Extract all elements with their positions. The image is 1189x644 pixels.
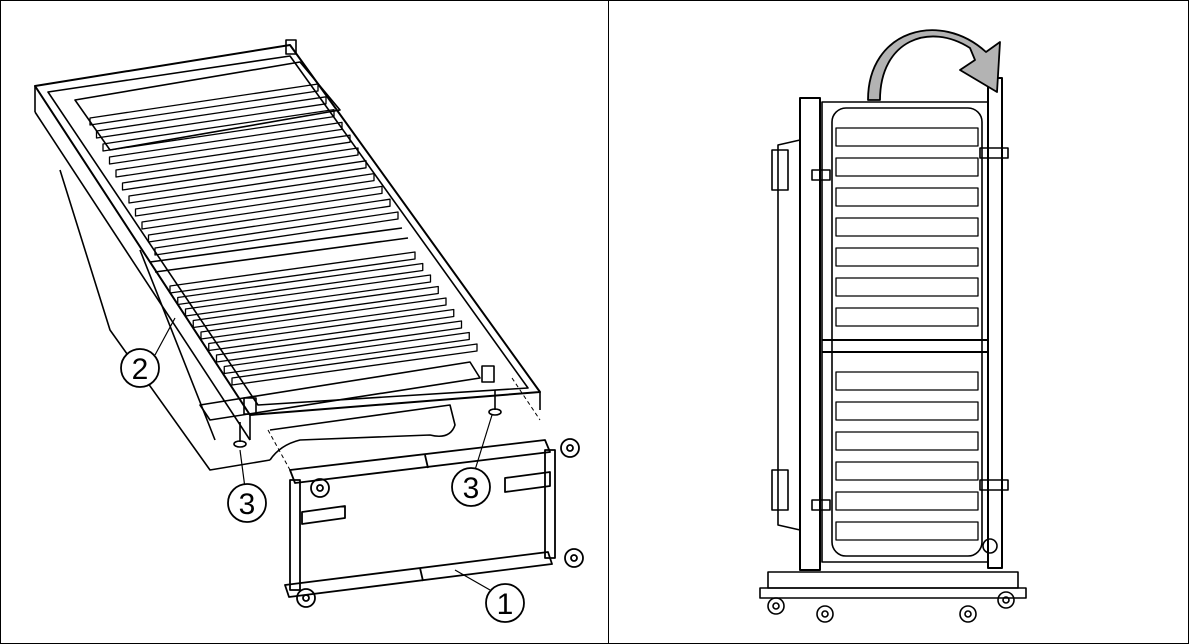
upright-slat (835, 461, 979, 481)
rotation-arrow-icon (867, 29, 1001, 101)
callout-stand-label: 1 (497, 588, 514, 621)
lower-slat (177, 262, 424, 306)
callout-bolt-right-label: 3 (463, 472, 480, 505)
upright-slat (835, 491, 979, 511)
lower-slats (169, 251, 478, 386)
bolts (233, 390, 502, 448)
upper-slats (89, 83, 399, 256)
stand-frame (284, 438, 584, 608)
callout-leaders (154, 317, 493, 591)
lower-slat (184, 274, 432, 317)
upper-slat (141, 185, 383, 230)
lower-slat (192, 285, 439, 329)
alignment-guides (267, 377, 541, 471)
upper-slat (89, 83, 319, 126)
upright-slat (835, 187, 979, 207)
callout-bed-frame: 2 (120, 348, 160, 388)
upright-slat (835, 431, 979, 451)
upright-slats (835, 127, 979, 541)
upper-slat (147, 198, 391, 243)
callout-bolt-right: 3 (451, 467, 491, 507)
upper-slat (115, 134, 351, 178)
upper-slat (128, 160, 367, 204)
callout-bolt-left-label: 3 (239, 488, 256, 521)
lower-slat (231, 343, 478, 386)
upright-slat (835, 277, 979, 297)
upright-slat (835, 217, 979, 237)
upright-slat (835, 247, 979, 267)
upright-slat (835, 127, 979, 147)
upper-slat (121, 147, 359, 191)
upright-slat (835, 157, 979, 177)
callout-markers: 1 2 3 3 (120, 348, 525, 623)
upper-slat (108, 121, 343, 165)
lower-slat (200, 297, 447, 340)
upper-slat (134, 172, 375, 217)
upright-slat (835, 371, 979, 391)
upper-slat (154, 211, 399, 256)
upright-slat (835, 401, 979, 421)
lower-slat (223, 331, 470, 375)
upright-slat (835, 307, 979, 327)
callout-bolt-left: 3 (227, 483, 267, 523)
lower-slat (169, 251, 416, 294)
upright-bed-illustration (759, 77, 1027, 623)
upright-slat (835, 521, 979, 541)
callout-bed-frame-label: 2 (132, 353, 149, 386)
lower-slat (208, 308, 455, 352)
upper-slat (102, 108, 335, 152)
upper-slat (95, 96, 327, 139)
lower-slat (215, 320, 463, 363)
bed-frame-illustration (34, 39, 541, 471)
callout-stand: 1 (485, 583, 525, 623)
